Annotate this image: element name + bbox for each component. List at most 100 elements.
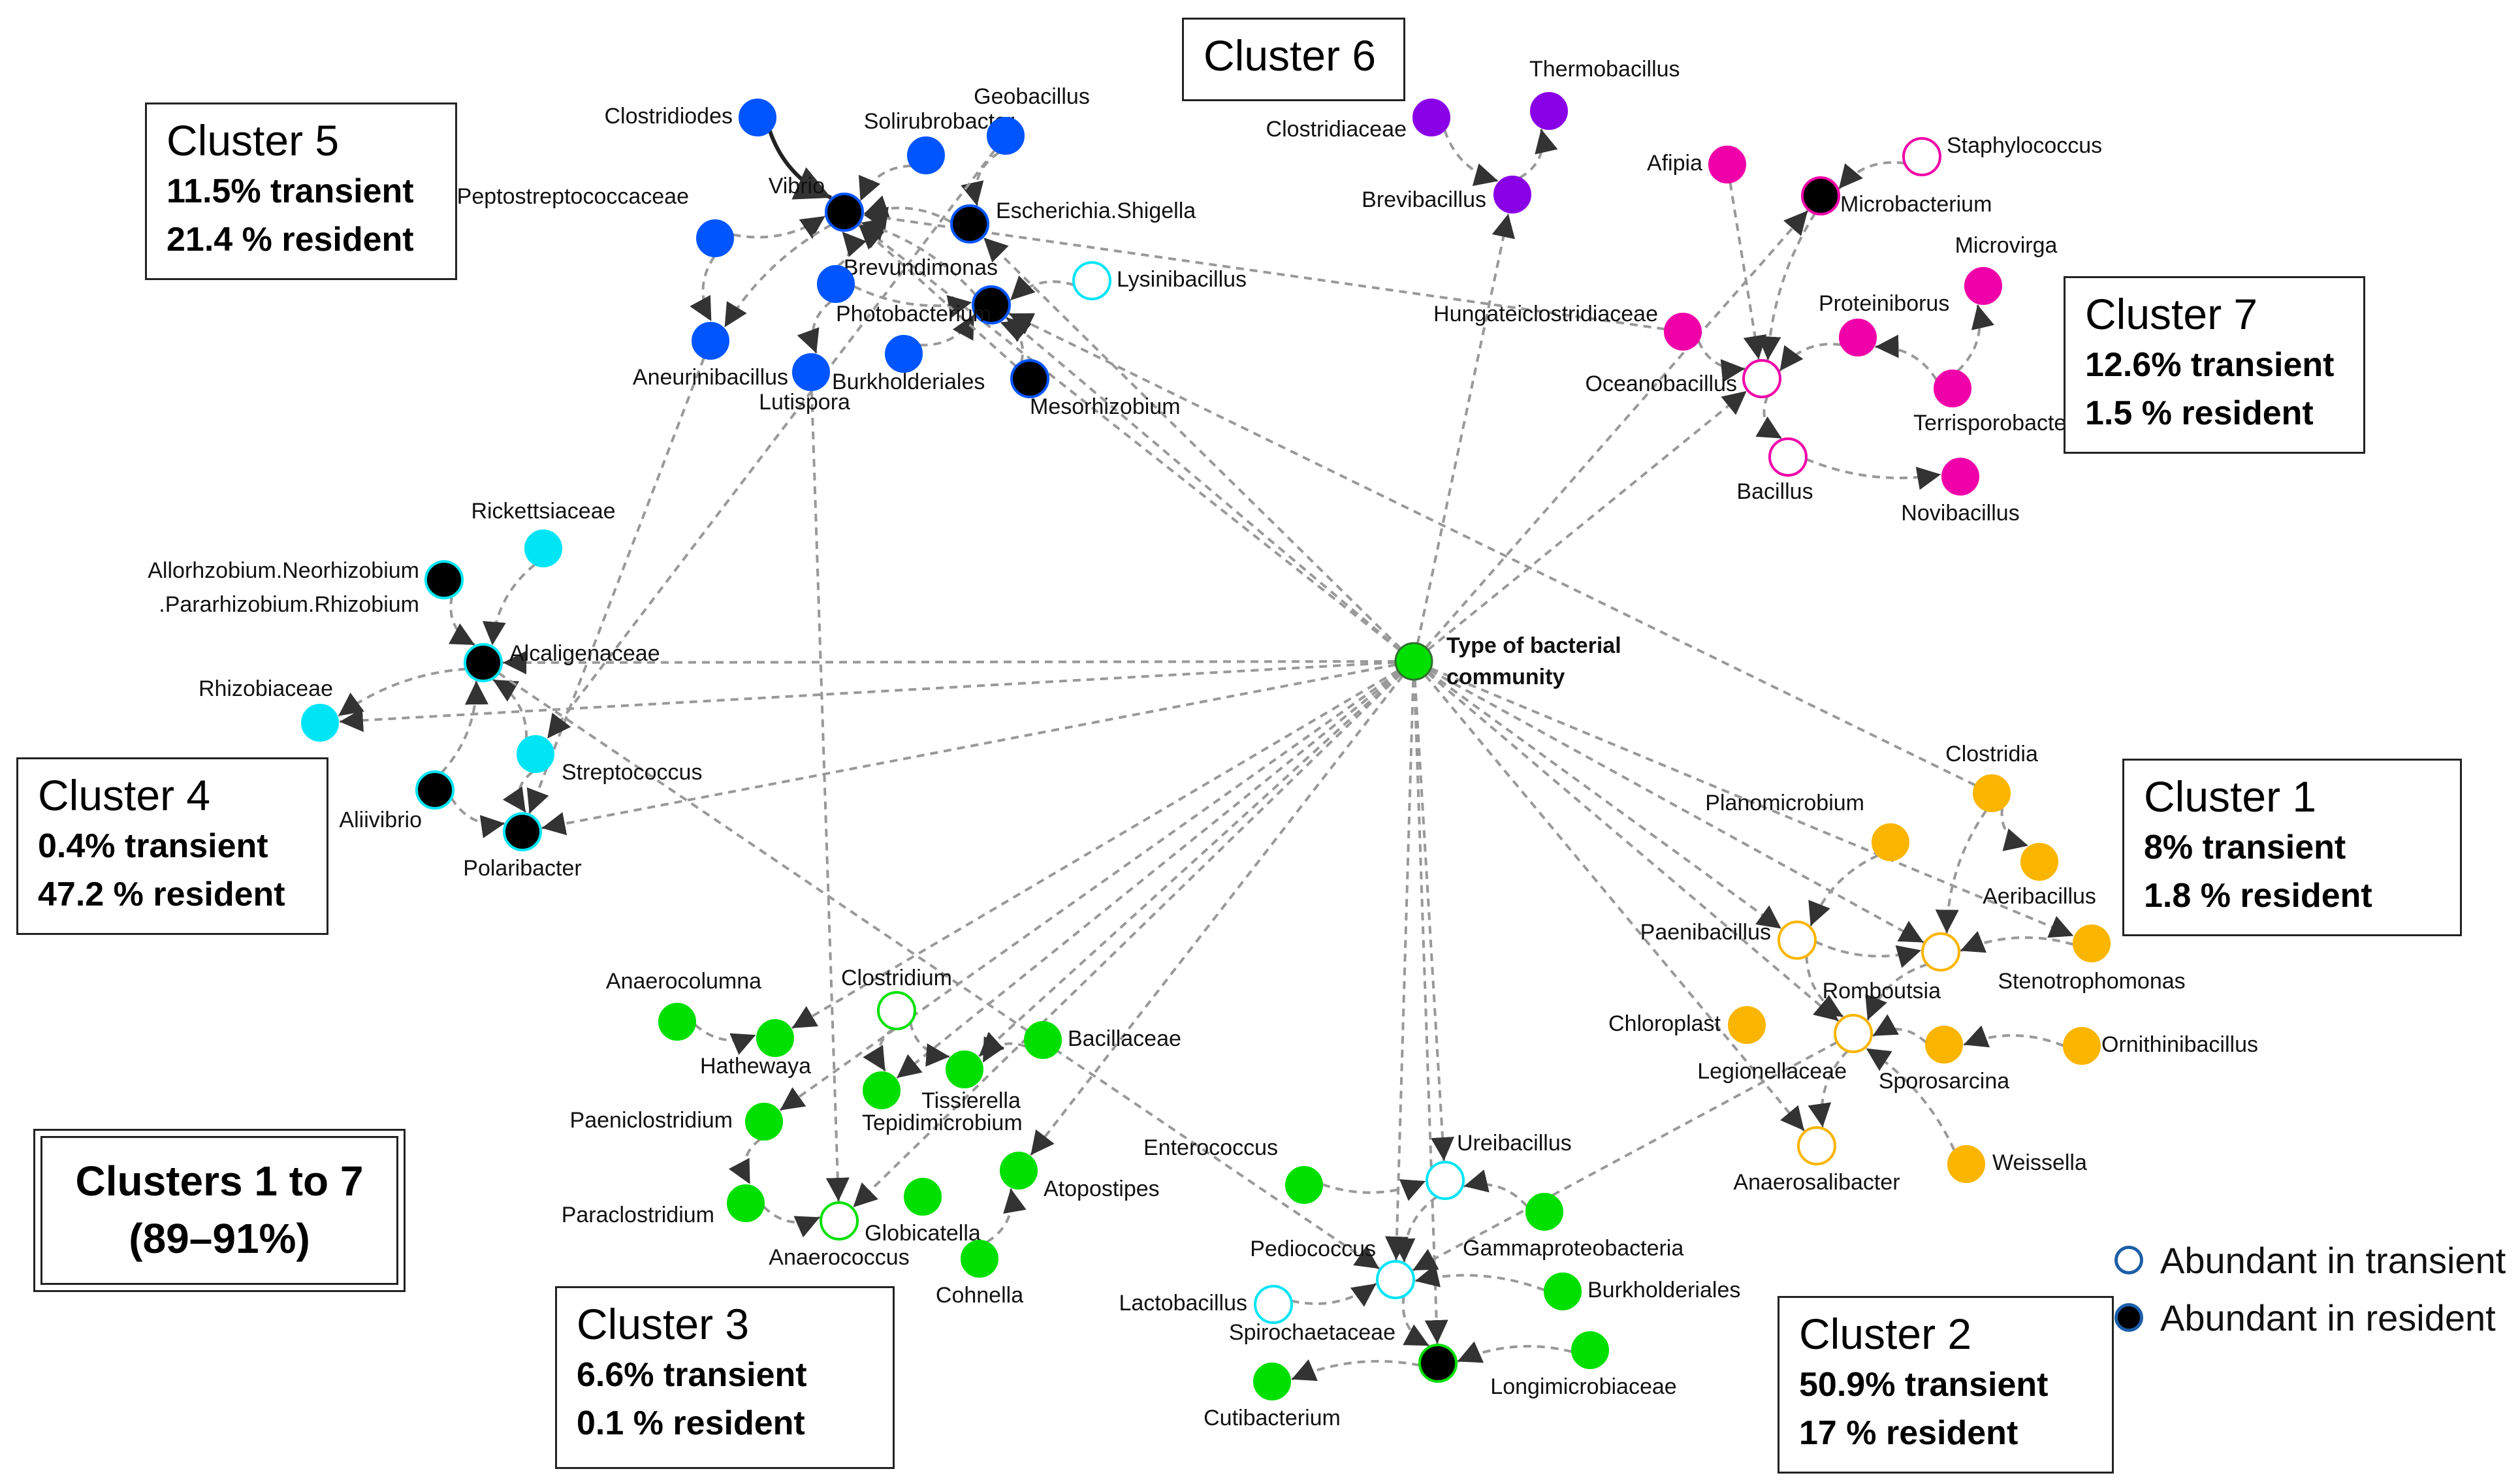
edge-clostridia-to-aeribacillus [2000, 808, 2029, 851]
node-legionellaceae [1834, 1014, 1873, 1053]
node-label-thermobacillus: Thermobacillus [1529, 57, 1680, 82]
node-peptostrepto [696, 219, 734, 257]
node-label-terrisporobacter: Terrisporobacter [1913, 411, 2074, 435]
legend-item-transient: Abundant in transient [2114, 1231, 2506, 1289]
edge-hub-to-spirochaetaceae [1412, 679, 1448, 1344]
node-atopostipes [1000, 1152, 1038, 1190]
node-label-chloroplast: Chloroplast [1608, 1011, 1721, 1036]
edge-legionellaceae-to-pediococcus [1412, 1041, 1838, 1272]
node-hathewaya [756, 1019, 794, 1057]
node-aeribacillus [2020, 843, 2058, 881]
node-vibrio [825, 193, 864, 232]
cluster-resident: 1.8 % resident [2144, 877, 2372, 915]
cluster-resident: 1.5 % resident [2085, 394, 2314, 432]
edge-mesorhizobium-to-vibrio [857, 224, 1017, 368]
node-polaribacter [503, 812, 542, 851]
edge-hungateiclostridiaceae-to-oceanobacillus [1697, 340, 1746, 383]
node-label-atopostipes: Atopostipes [1044, 1176, 1160, 1201]
node-burkholderiales2 [1544, 1272, 1582, 1310]
edge-rickettsiaceae-to-alcaligenaceae [482, 563, 536, 646]
edge-geobacillus-to-escherichia [961, 151, 1000, 206]
edge-mesorhizobium-to-brevundimonas [1000, 320, 1027, 363]
node-label-tepidimicrobium: Tepidimicrobium [862, 1111, 1023, 1135]
node-label-aeribacillus: Aeribacillus [1983, 884, 2096, 909]
node-sporosarcina [1925, 1026, 1963, 1064]
edge-photobacterium-to-vibrio [837, 230, 867, 267]
node-label-enterococcus: Enterococcus [1143, 1135, 1278, 1160]
cluster-resident: 47.2 % resident [38, 876, 285, 913]
node-label-paenibacillus: Paenibacillus [1640, 920, 1771, 945]
edge-gammaproteobacteria-to-ureibacillus [1463, 1169, 1528, 1207]
node-label-pediococcus: Pediococcus [1250, 1237, 1376, 1261]
node-anaerocolumna [658, 1003, 696, 1041]
node-escherichia [950, 204, 989, 244]
node-label-afipia: Afipia [1647, 151, 1702, 176]
node-anaerococcus [820, 1201, 859, 1240]
node-label-tissierella: Tissierella [921, 1088, 1021, 1113]
node-staphylococcus [1902, 137, 1941, 176]
node-label-spirochaetaceae: Spirochaetaceae [1229, 1320, 1396, 1345]
edge-weissella-to-legionellaceae [1865, 1047, 1956, 1151]
edge-allorhizobium-to-alcaligenaceae [448, 595, 476, 646]
node-label-clostridia: Clostridia [1945, 742, 2038, 766]
node-photobacterium [817, 265, 855, 303]
cluster-resident: 21.4 % resident [167, 221, 414, 259]
node-label-lactobacillus: Lactobacillus [1119, 1291, 1247, 1316]
node-anaerosalibacter [1797, 1126, 1836, 1165]
node-label-polaribacter: Polaribacter [463, 856, 581, 881]
node-label-allorhizobium: Allorhzobium.Neorhizobium [148, 558, 419, 583]
node-tepidimicrobium [863, 1071, 901, 1109]
node-label-anaerocolumna: Anaerocolumna [606, 969, 761, 994]
edge-hungateiclostridiaceae-to-vibrio [863, 206, 1665, 331]
edge-hub-to-paenibacillus [1427, 671, 1782, 930]
edge-hub-to-pediococcus [1384, 679, 1415, 1261]
edge-afipia-to-oceanobacillus [1729, 182, 1767, 360]
edge-paeniclostridium-to-paraclostridium [728, 1138, 761, 1185]
cluster-2-box: Cluster 2 50.9% transient 17 % resident [1778, 1296, 2114, 1474]
node-label-hathewaya: Hathewaya [700, 1054, 811, 1079]
edge-terrisporobacter-to-proteiniborus [1875, 334, 1938, 381]
node-label-paraclostridium: Paraclostridium [562, 1203, 714, 1227]
cluster-transient: 11.5% transient [167, 172, 414, 210]
node-cohnella [961, 1240, 998, 1278]
edge-alcaligenaceae-to-rhizobiaceae [337, 667, 466, 718]
node-label-legionellaceae: Legionellaceae [1697, 1059, 1847, 1084]
edge-oceanobacillus-to-bacillus [1755, 395, 1783, 440]
edge-lutispora-to-anaerococcus [810, 390, 850, 1202]
edge-clostridiodes-to-vibrio [768, 130, 832, 200]
cluster-transient: 50.9% transient [1799, 1366, 2049, 1404]
edge-hub-to-escherichia [982, 236, 1402, 650]
node-streptococcus [517, 735, 554, 773]
edge-hub-to-oceanobacillus [1427, 390, 1747, 651]
edge-hub-to-tepidimicrobium [896, 672, 1401, 1079]
node-solirubrobacter [907, 136, 945, 174]
edge-streptococcus-to-polaribacter [502, 771, 534, 813]
cluster-transient: 6.6% transient [577, 1356, 807, 1394]
node-pediococcus [1376, 1260, 1415, 1299]
node-label-anaerococcus: Anaerococcus [769, 1245, 909, 1270]
edge-peptostrepto-to-vibrio [733, 215, 826, 240]
legend: Abundant in transient Abundant in reside… [2114, 1231, 2506, 1346]
node-globicatella [904, 1178, 942, 1216]
node-label-weissella: Weissella [1992, 1150, 2087, 1175]
node-label-microbacterium: Microbacterium [1840, 192, 1992, 217]
edge-peptostrepto-to-aneurinibacillus [690, 255, 716, 322]
hub-node [1394, 642, 1433, 681]
node-lutispora [792, 353, 830, 391]
cluster-title: Cluster 6 [1204, 31, 1377, 80]
clusters-summary-box: Clusters 1 to 7 (89–91%) [33, 1129, 406, 1292]
node-rhizobiaceae [301, 704, 339, 742]
edge-sporosarcina-to-legionellaceae [1872, 1014, 1927, 1044]
edge-hub-to-legionellaceae [1427, 672, 1840, 1022]
node-clostridia [1973, 774, 2011, 812]
edge-staphylococcus-to-microbacterium [1838, 161, 1906, 190]
node-lysinibacillus [1072, 261, 1111, 300]
edge-pediococcus-to-spirochaetaceae [1401, 1295, 1430, 1348]
edge-hub-to-vibrio [859, 223, 1401, 652]
node-burkholderiales5 [885, 335, 923, 373]
node-clostridiodes [739, 99, 776, 136]
node-weissella [1947, 1145, 1985, 1183]
cluster-4-box: Cluster 4 0.4% transient 47.2 % resident [16, 757, 328, 935]
edge-hub-to-brevibacillus [1416, 213, 1515, 644]
node-label-sporosarcina: Sporosarcina [1879, 1069, 2009, 1094]
